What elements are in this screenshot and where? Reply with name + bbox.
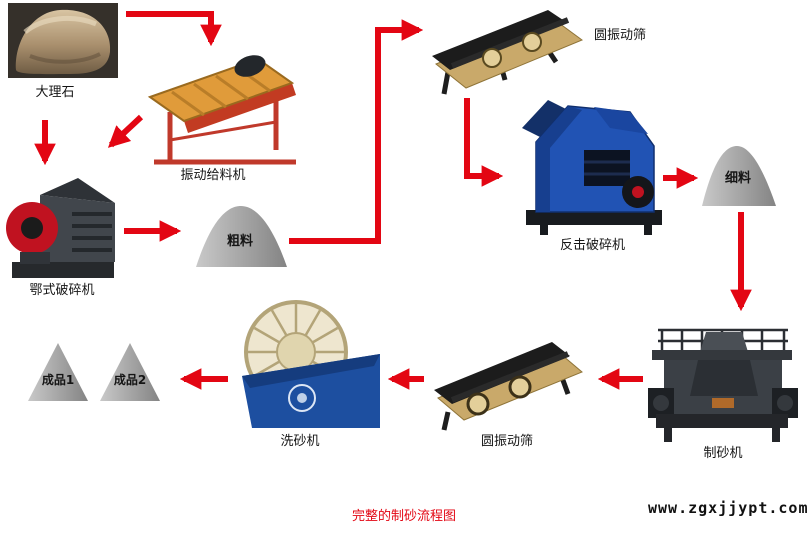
label-sand-maker: 制砂机 xyxy=(703,446,743,461)
product-cone-1 xyxy=(28,343,88,401)
arrow-screen-top-to-impact xyxy=(464,98,504,187)
label-sand-washer: 洗砂机 xyxy=(280,434,320,449)
sand-maker-illustration xyxy=(648,328,798,442)
label-screen-top: 圆振动筛 xyxy=(593,28,646,43)
label-impact-crusher: 反击破碎机 xyxy=(559,238,625,253)
label-screen-bottom: 圆振动筛 xyxy=(480,434,533,449)
marble-rock-image xyxy=(8,3,118,78)
label-feeder: 振动给料机 xyxy=(180,168,246,183)
arrow-coarse-to-screen-top xyxy=(289,19,424,244)
label-fine-material: 细料 xyxy=(724,171,751,186)
website-url: www.zgxjjypt.com xyxy=(648,499,809,517)
label-coarse-material: 粗料 xyxy=(226,234,253,249)
product-cone-2 xyxy=(100,343,160,401)
circular-screen-bottom-illustration xyxy=(434,342,583,431)
sand-washer-illustration xyxy=(242,300,380,428)
label-jaw-crusher: 鄂式破碎机 xyxy=(29,283,95,298)
impact-crusher-illustration xyxy=(522,100,662,235)
fine-material-cone xyxy=(702,146,776,206)
arrow-feeder-to-jaw xyxy=(107,114,144,148)
vibrating-feeder-illustration xyxy=(147,55,296,165)
jaw-crusher-illustration xyxy=(6,178,115,278)
label-marble: 大理石 xyxy=(35,85,75,100)
arrow-marble-to-feeder xyxy=(126,11,222,47)
flowchart-caption: 完整的制砂流程图 xyxy=(351,509,456,524)
label-product-1: 成品1 xyxy=(41,373,75,387)
circular-screen-top-illustration xyxy=(432,10,584,95)
coarse-material-cone xyxy=(196,206,287,267)
label-product-2: 成品2 xyxy=(113,373,147,387)
